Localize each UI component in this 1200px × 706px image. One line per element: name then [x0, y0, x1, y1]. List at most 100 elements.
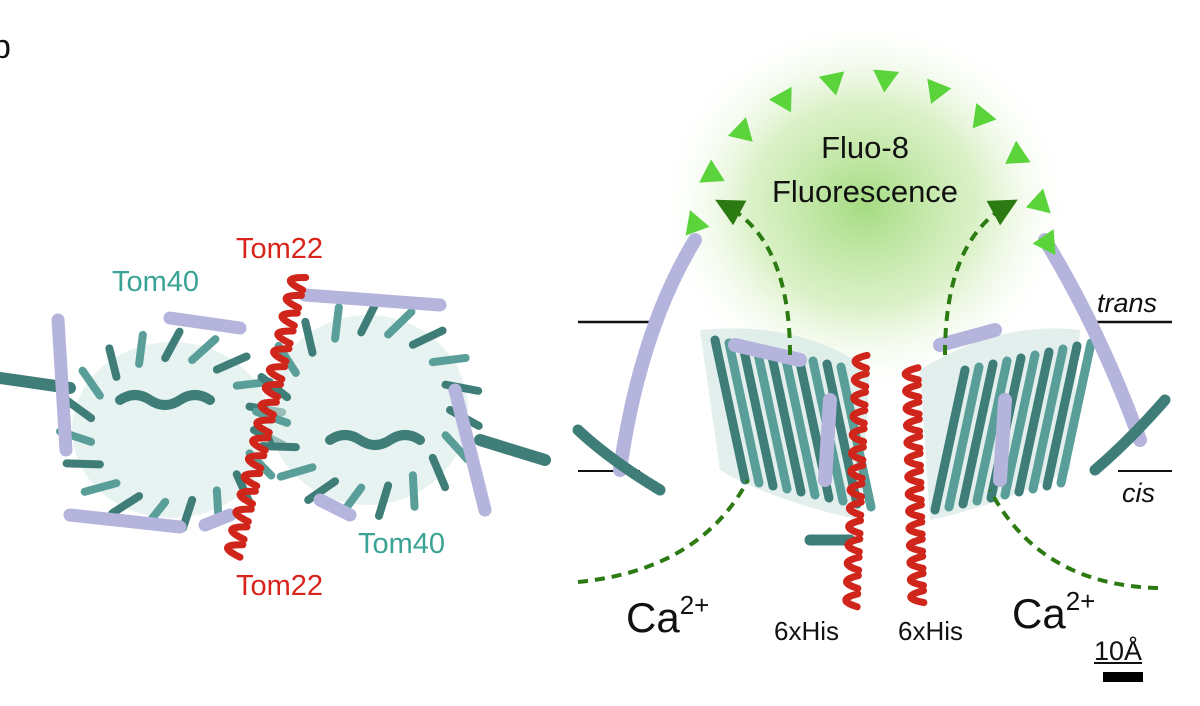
tom22-helix-turn	[236, 487, 259, 508]
tom40-beta-strand	[304, 477, 340, 504]
tom40-teal-helix-side	[1089, 394, 1171, 476]
tom40-lavender-helix	[448, 383, 492, 517]
tom22-helix-turn	[845, 498, 865, 519]
calcium-exit-arrow-right	[943, 199, 1018, 356]
side-view-structure	[572, 69, 1172, 682]
tom22-helix-turn	[228, 523, 251, 543]
tom40-beta-strand	[822, 359, 862, 509]
calcium-symbol: Ca	[626, 594, 680, 641]
tom40-beta-strand	[105, 344, 121, 381]
fluorescence-triangle	[927, 78, 952, 104]
fluorescence-triangle	[727, 117, 753, 142]
tom22-helix-turn	[257, 398, 280, 419]
tom22-helix-turn	[847, 443, 867, 464]
fluorescence-triangle	[1005, 140, 1031, 164]
tom22-helix-turn	[843, 553, 863, 574]
label-trans: trans	[1097, 288, 1158, 318]
fluorescence-triangle	[768, 86, 792, 113]
tom40-beta-strand	[258, 442, 300, 452]
tom40-beta-strand	[780, 350, 820, 500]
panel-letter: b	[0, 28, 11, 66]
tom40-barrel-left-fill	[72, 342, 272, 518]
label-cis: cis	[1122, 478, 1155, 508]
tom40-beta-strand	[61, 395, 96, 423]
tom22-helix-turn	[278, 309, 301, 330]
tom22-helix-turn	[902, 381, 923, 401]
fluorescence-emission-triangles	[685, 69, 1056, 256]
tom40-beta-strand	[374, 481, 393, 520]
tom40-beta-strand	[944, 362, 984, 512]
tom40-lavender-helix-side	[818, 393, 837, 487]
tom40-beta-strand	[1000, 350, 1040, 500]
tom22-helix-turn	[904, 467, 925, 487]
tom22-helix-turn	[846, 480, 866, 501]
tom40-beta-strand	[62, 459, 104, 469]
tom22-helix-turn	[848, 425, 868, 446]
tom40-beta-strand	[212, 352, 251, 374]
tom40-lavender-helix-side	[993, 393, 1012, 487]
tom22-helix-turn	[244, 452, 268, 472]
tom40-inner-helix	[115, 390, 215, 410]
tom22-helix-turn	[850, 388, 870, 409]
tom40-beta-strand	[752, 344, 792, 494]
fluorescence-triangle	[1025, 188, 1051, 214]
tom40-lavender-helix-side	[613, 233, 702, 477]
tom22-helix-turn	[905, 518, 926, 538]
tom22-helix-turn	[904, 484, 925, 504]
label-fluorescence-word: Fluorescence	[771, 174, 959, 209]
tom22-helix-turn	[249, 434, 272, 454]
tom22-helix-turn	[902, 415, 924, 435]
tom22-helix-turn	[906, 552, 927, 572]
tom40-lavender-helix	[163, 311, 247, 335]
tom22-helix-turn	[844, 535, 864, 556]
tom40-beta-strand	[1028, 344, 1068, 494]
fluorescence-triangle	[873, 69, 900, 93]
tom22-helix-turn	[282, 291, 306, 312]
fluorescence-glow	[655, 15, 1075, 395]
label-calcium-right: Ca2+	[1012, 588, 1095, 635]
tom40-barrel-right-fill	[268, 315, 468, 505]
calcium-entry-curve-right	[988, 489, 1159, 590]
label-calcium-left: Ca2+	[626, 592, 709, 639]
tom40-lavender-helix	[313, 493, 357, 522]
tom22-helix-turn	[907, 587, 928, 607]
tom22-helix-turn	[270, 345, 293, 365]
fluorescence-triangle	[685, 210, 710, 236]
tom40-lavender-helix-side	[933, 323, 1002, 352]
tom40-beta-strand	[276, 463, 317, 481]
scale-bar	[1103, 672, 1143, 682]
tom22-helix-turn	[253, 416, 276, 436]
tom40-beta-strand	[78, 366, 104, 400]
tom22-helix-turn	[224, 541, 247, 561]
tom40-beta-strand	[161, 327, 184, 363]
calcium-entry-curve-left	[577, 479, 750, 584]
tom40-beta-strand	[135, 330, 147, 368]
tom22-helix-turn	[232, 505, 255, 526]
tom22-helix-turn	[849, 406, 869, 427]
tom22-helix-turn	[842, 590, 862, 611]
calcium-exit-arrow-left	[715, 199, 792, 356]
tom22-helix-turn	[903, 432, 924, 452]
tom40-lavender-helix	[51, 313, 73, 457]
tom22-helix-turn	[906, 569, 927, 589]
tom22-helix-turn	[905, 535, 927, 555]
calcium-symbol: Ca	[1012, 590, 1066, 637]
fluorescence-triangle	[818, 71, 845, 96]
tom40-beta-strand	[80, 479, 121, 496]
tom40-beta-strand	[428, 453, 450, 492]
tom40-lavender-helix	[298, 288, 447, 312]
tom40-side-helix	[474, 434, 551, 466]
top-view-structure	[0, 274, 551, 561]
tom40-beta-strand	[930, 365, 970, 515]
tom22-helix-turn	[905, 501, 926, 521]
tom22-helix-turn	[240, 469, 264, 490]
tom22-helix-topview	[224, 274, 310, 561]
tom40-teal-helix-side	[572, 424, 666, 496]
tom40-beta-strand	[331, 303, 343, 343]
tom40-lavender-helix	[198, 508, 237, 532]
tom40-beta-strand	[108, 492, 144, 518]
tom22-helix-turn	[261, 380, 285, 401]
calcium-charge: 2+	[1065, 586, 1096, 616]
tom40-beta-strand	[408, 471, 419, 511]
